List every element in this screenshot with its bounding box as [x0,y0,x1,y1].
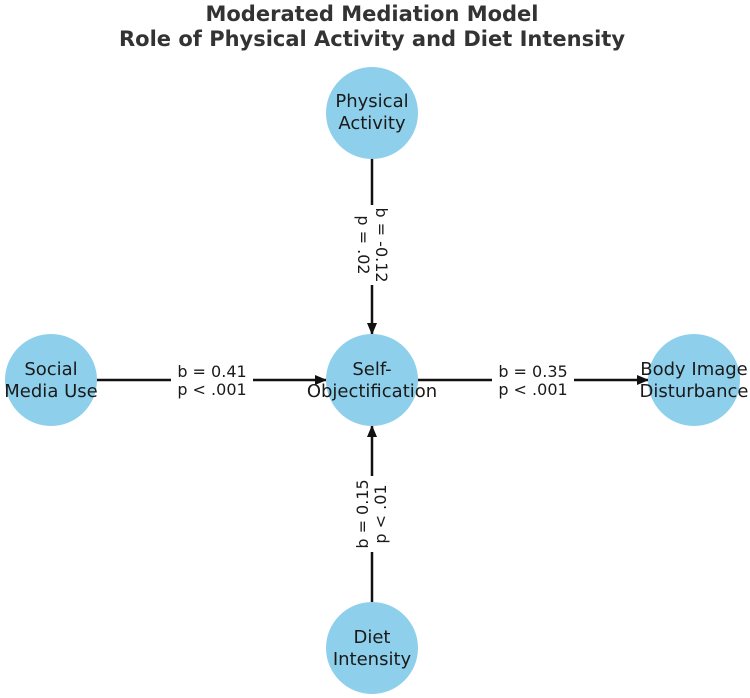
edge-label-diet-intensity-p: p < .01 [371,484,390,543]
node-physical-activity-label-line1: Physical [335,91,408,112]
edge-label-physical-activity: b = -0.12 p = .02 [352,205,392,285]
node-body-image-disturbance-label-line2: Disturbance [640,381,749,402]
edge-label-social-media-use-p: p < .001 [177,380,246,399]
edge-label-diet-intensity: b = 0.15 p < .01 [352,476,392,552]
node-social-media-use [5,334,97,426]
edge-label-social-media-use-bg [171,362,253,400]
edge-label-physical-activity-b: b = -0.12 [372,207,391,282]
node-diet-intensity [326,602,418,694]
edge-label-diet-intensity-bg [352,476,392,552]
node-body-image-disturbance [648,334,740,426]
node-body-image-disturbance-label-line1: Body Image [640,359,748,380]
edge-label-social-media-use: b = 0.41 p < .001 [171,362,253,400]
edge-label-body-image: b = 0.35 p < .001 [492,362,574,400]
edge-label-body-image-b: b = 0.35 [498,362,567,381]
edge-label-physical-activity-p: p = .02 [354,215,373,274]
edge-label-physical-activity-bg [352,205,392,285]
node-self-objectification-label-line1: Self- [352,359,391,380]
diagram-title-line2: Role of Physical Activity and Diet Inten… [119,27,625,51]
edge-label-social-media-use-b: b = 0.41 [177,362,246,381]
node-social-media-use-label-line1: Social [24,359,77,380]
edge-label-body-image-p: p < .001 [498,380,567,399]
diagram-title-line1: Moderated Mediation Model [205,2,538,26]
node-diet-intensity-label-line2: Intensity [333,649,412,670]
edge-label-diet-intensity-b: b = 0.15 [353,479,372,548]
node-social-media-use-label-line2: Media Use [4,381,97,402]
node-physical-activity [326,67,418,159]
node-diet-intensity-label-line1: Diet [354,627,391,648]
node-physical-activity-label-line2: Activity [338,113,406,134]
node-self-objectification-label-line2: Objectification [307,381,437,402]
node-self-objectification [326,334,418,426]
edge-label-body-image-bg [492,362,574,400]
